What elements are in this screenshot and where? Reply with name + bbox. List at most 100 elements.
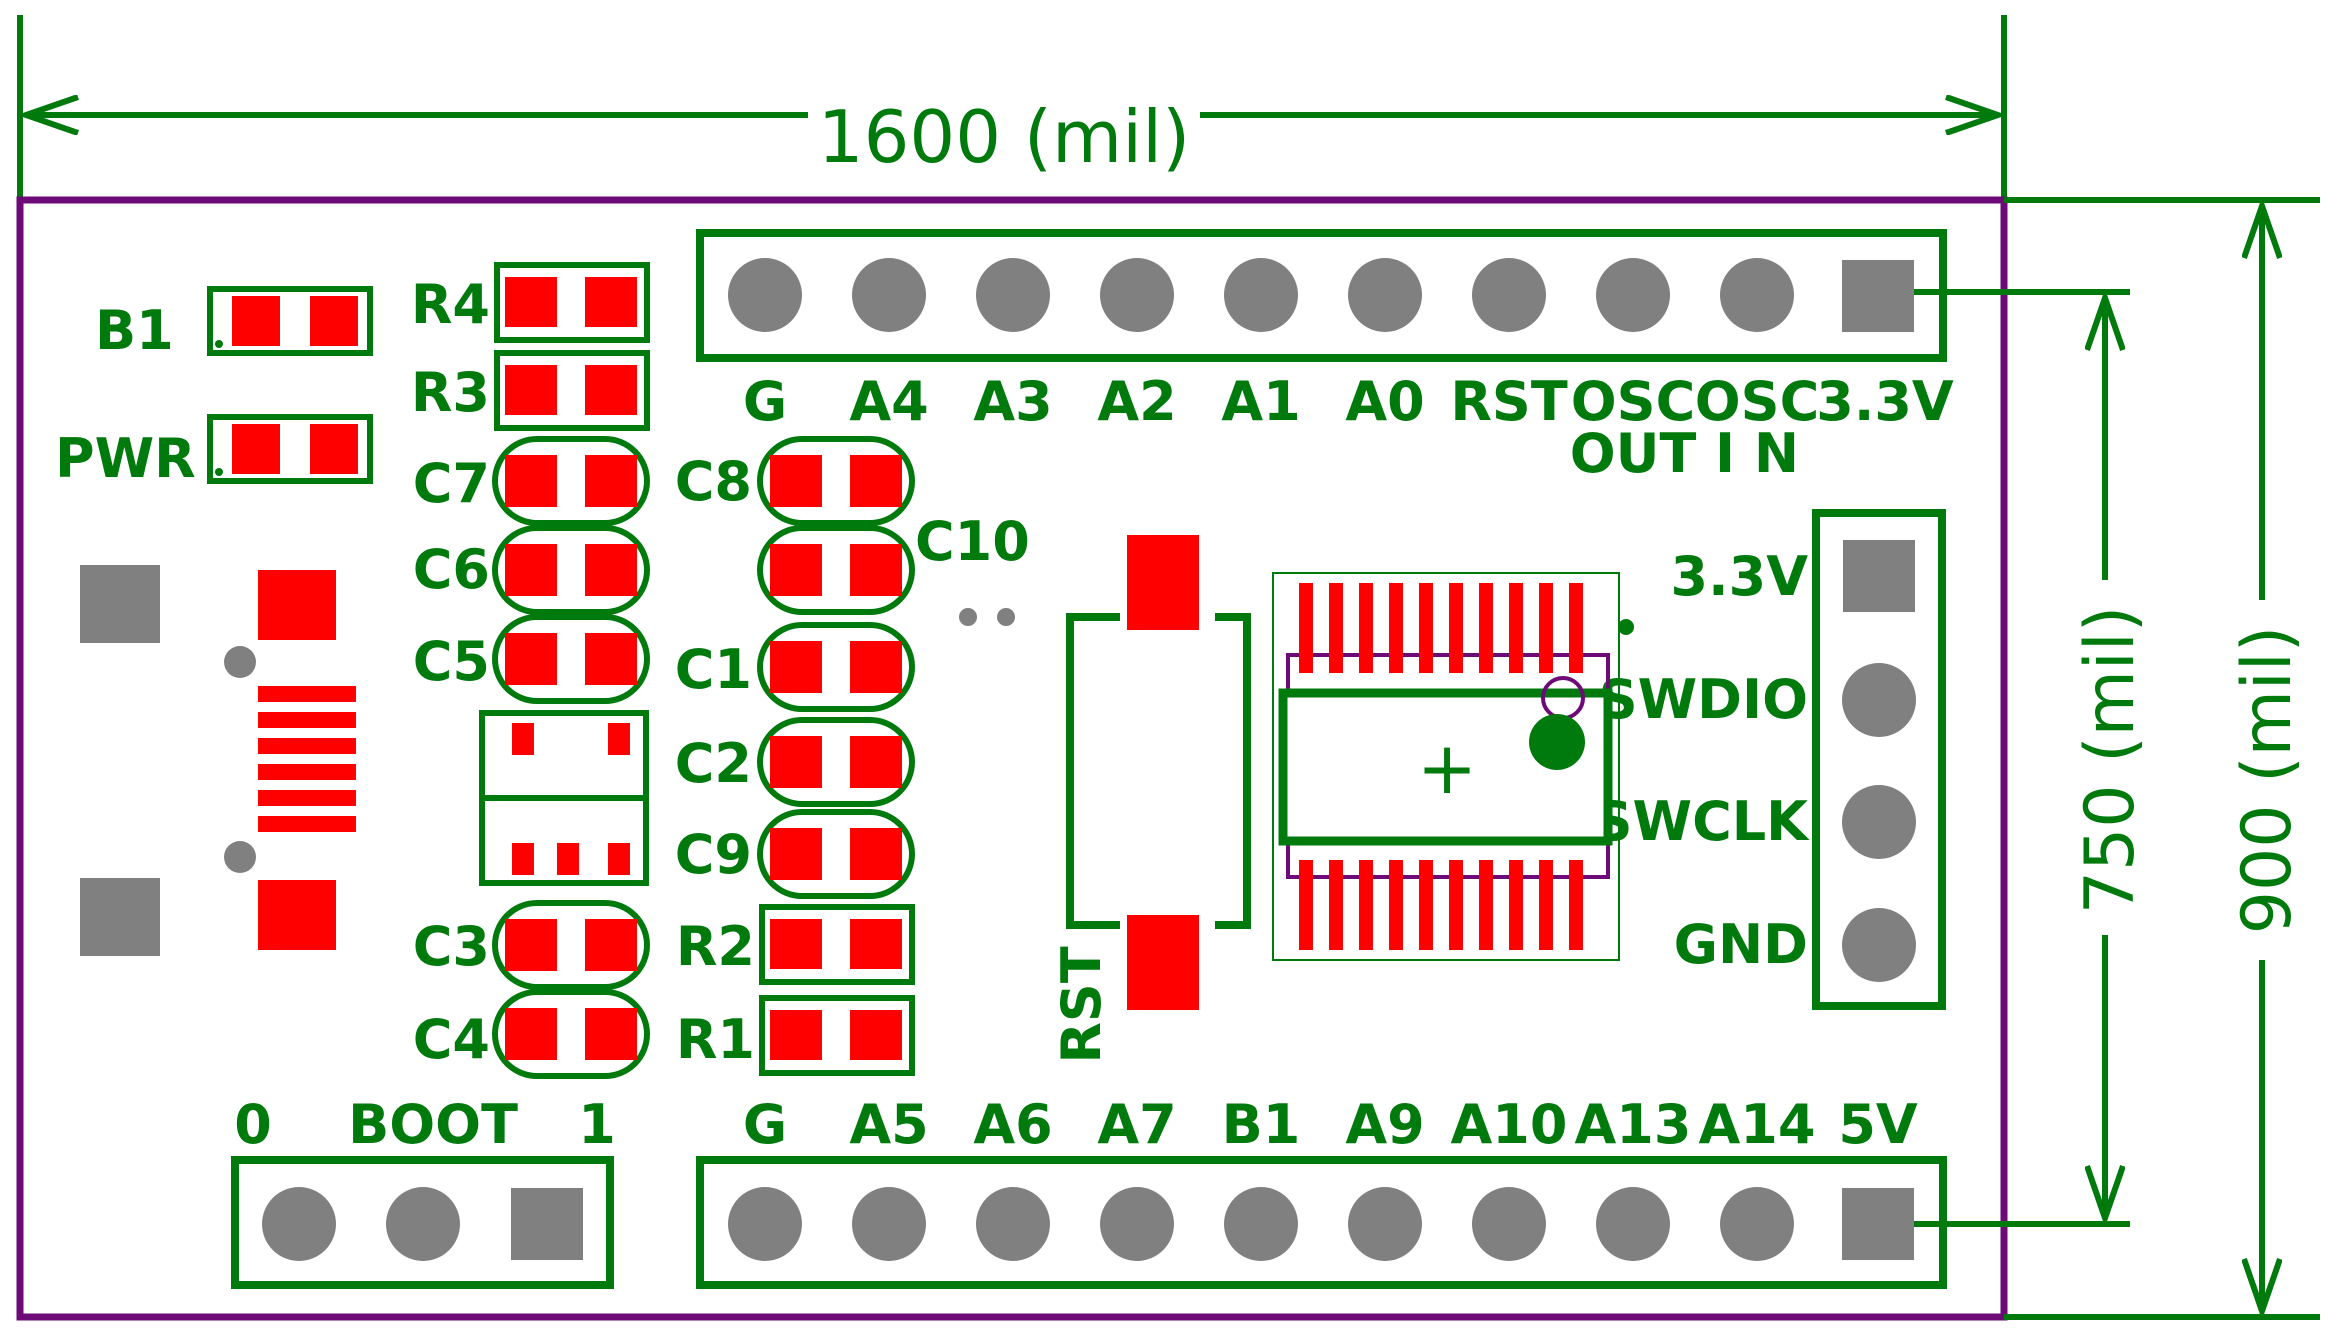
height-750-label: 750 (mil) bbox=[2071, 606, 2150, 915]
capacitor-c5: C5 bbox=[413, 614, 650, 704]
resistor-r2: R2 bbox=[676, 904, 915, 985]
usb-connector bbox=[80, 565, 356, 956]
top-label-a0: A0 bbox=[1345, 370, 1424, 433]
reset-switch: RST bbox=[1050, 535, 1251, 1064]
top-header-pin-10 bbox=[1842, 260, 1914, 332]
top-label-rst: RST bbox=[1450, 370, 1567, 433]
top-header-pin-9 bbox=[1720, 258, 1794, 332]
capacitor-c9: C9 bbox=[675, 809, 915, 899]
label-pwr: PWR bbox=[55, 427, 196, 490]
mcu-center-mark: + bbox=[1417, 726, 1477, 810]
bottom-label-a10: A10 bbox=[1451, 1093, 1568, 1156]
width-dimension-label: 1600 (mil) bbox=[818, 95, 1190, 179]
resistor-r3: R3 bbox=[411, 350, 650, 431]
boot-label-0: 0 bbox=[234, 1093, 272, 1156]
label-c4: C4 bbox=[413, 1008, 490, 1071]
bottom-label-a9: A9 bbox=[1345, 1093, 1424, 1156]
pin1-marker bbox=[1529, 714, 1585, 770]
bottom-header: G A5 A6 A7 B1 A9 A10 A13 A14 5V bbox=[696, 1093, 1947, 1289]
bottom-header-pin-7 bbox=[1472, 1187, 1546, 1261]
label-c8: C8 bbox=[675, 450, 752, 513]
swd-pin-3v3 bbox=[1843, 540, 1915, 612]
label-rst: RST bbox=[1050, 946, 1113, 1063]
top-header-pin-1 bbox=[728, 258, 802, 332]
top-sublabel-in: I N bbox=[1715, 422, 1799, 485]
top-header-pin-8 bbox=[1596, 258, 1670, 332]
label-r3: R3 bbox=[411, 361, 490, 424]
bottom-header-pin-5 bbox=[1224, 1187, 1298, 1261]
height-750-dimension: 750 (mil) bbox=[1880, 289, 2150, 1227]
top-label-a1: A1 bbox=[1221, 370, 1300, 433]
label-c5: C5 bbox=[413, 630, 490, 693]
boot-label-1: 1 bbox=[578, 1093, 616, 1156]
swd-label-gnd: GND bbox=[1674, 913, 1808, 976]
swd-pin-swdio bbox=[1842, 663, 1916, 737]
capacitor-c4: C4 bbox=[413, 989, 650, 1079]
label-c1: C1 bbox=[675, 638, 752, 701]
led-b1: B1 bbox=[95, 286, 373, 362]
width-dimension: 1600 (mil) bbox=[17, 15, 2007, 200]
via-1 bbox=[959, 608, 977, 626]
top-label-a2: A2 bbox=[1097, 370, 1176, 433]
resistor-r1: R1 bbox=[676, 995, 915, 1076]
swd-pin-swclk bbox=[1842, 785, 1916, 859]
bottom-label-a6: A6 bbox=[973, 1093, 1052, 1156]
label-c10: C10 bbox=[915, 510, 1030, 573]
capacitor-c2: C2 bbox=[675, 717, 915, 807]
boot-header: 0 BOOT 1 bbox=[231, 1093, 616, 1289]
top-header-pin-4 bbox=[1100, 258, 1174, 332]
bottom-label-b1: B1 bbox=[1222, 1093, 1301, 1156]
label-r4: R4 bbox=[411, 273, 490, 336]
label-c9: C9 bbox=[675, 823, 752, 886]
label-c2: C2 bbox=[675, 732, 752, 795]
bottom-header-pin-10 bbox=[1842, 1188, 1914, 1260]
top-header-pin-2 bbox=[852, 258, 926, 332]
top-header: G A4 A3 A2 A1 A0 RST OSC OSC 3.3V OUT I … bbox=[696, 229, 1954, 485]
bottom-header-pin-3 bbox=[976, 1187, 1050, 1261]
capacitor-c3: C3 bbox=[413, 900, 650, 990]
capacitor-c10: C10 bbox=[757, 510, 1030, 615]
via-2 bbox=[997, 608, 1015, 626]
bottom-label-5v: 5V bbox=[1838, 1093, 1918, 1156]
bottom-label-g: G bbox=[743, 1093, 787, 1156]
swd-pin-gnd bbox=[1842, 908, 1916, 982]
boot-pin-0 bbox=[262, 1187, 336, 1261]
bottom-label-a7: A7 bbox=[1097, 1093, 1176, 1156]
top-header-pin-7 bbox=[1472, 258, 1546, 332]
top-label-a4: A4 bbox=[849, 370, 928, 433]
regulator-sot223 bbox=[479, 710, 649, 886]
top-header-pin-6 bbox=[1348, 258, 1422, 332]
swd-label-swclk: SWCLK bbox=[1594, 790, 1810, 853]
capacitor-c1: C1 bbox=[675, 622, 915, 712]
top-label-3v3: 3.3V bbox=[1816, 370, 1954, 433]
height-900-label: 900 (mil) bbox=[2228, 626, 2307, 935]
led-pwr: PWR bbox=[55, 414, 373, 490]
capacitor-c7: C7 bbox=[413, 436, 650, 526]
bottom-header-pin-9 bbox=[1720, 1187, 1794, 1261]
board-outline bbox=[16, 196, 2008, 1321]
bottom-header-pin-6 bbox=[1348, 1187, 1422, 1261]
boot-pin-1 bbox=[511, 1188, 583, 1260]
bottom-header-pin-1 bbox=[728, 1187, 802, 1261]
top-header-pin-3 bbox=[976, 258, 1050, 332]
top-label-osc-in: OSC bbox=[1695, 370, 1819, 433]
bottom-header-pin-4 bbox=[1100, 1187, 1174, 1261]
bottom-label-a5: A5 bbox=[849, 1093, 928, 1156]
top-header-pin-5 bbox=[1224, 258, 1298, 332]
label-r2: R2 bbox=[676, 915, 755, 978]
label-c3: C3 bbox=[413, 915, 490, 978]
top-label-g: G bbox=[743, 370, 787, 433]
swd-label-swdio: SWDIO bbox=[1599, 668, 1808, 731]
boot-pin-common bbox=[386, 1187, 460, 1261]
label-c7: C7 bbox=[413, 452, 490, 515]
bottom-header-pin-8 bbox=[1596, 1187, 1670, 1261]
bottom-label-a14: A14 bbox=[1699, 1093, 1816, 1156]
swd-header: 3.3V SWDIO SWCLK GND bbox=[1594, 509, 1946, 1010]
bottom-label-a13: A13 bbox=[1575, 1093, 1692, 1156]
capacitor-c6: C6 bbox=[413, 525, 650, 615]
label-r1: R1 bbox=[676, 1008, 755, 1071]
swd-label-3v3: 3.3V bbox=[1671, 545, 1809, 608]
top-sublabel-out: OUT bbox=[1570, 422, 1697, 485]
resistor-r4: R4 bbox=[411, 262, 650, 343]
